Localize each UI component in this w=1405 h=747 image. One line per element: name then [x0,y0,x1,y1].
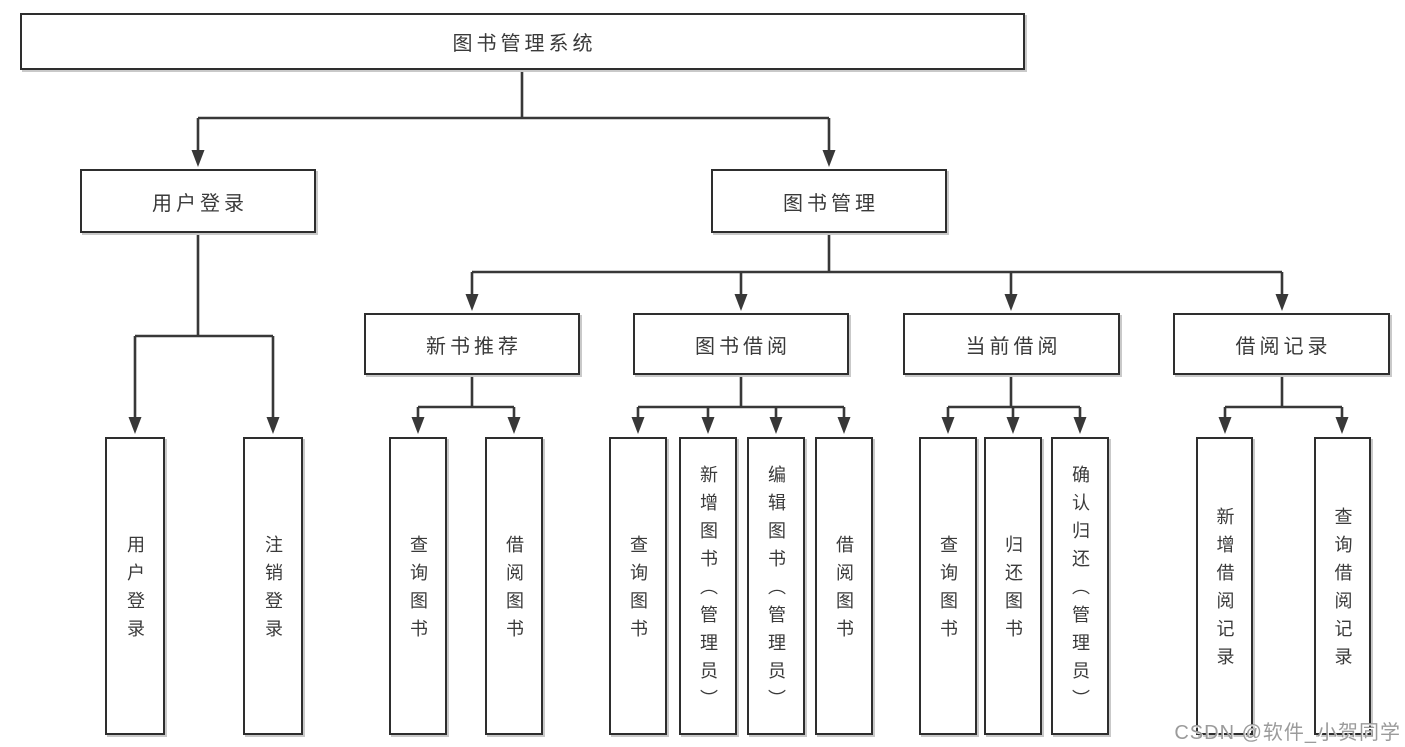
node-label: 查询图书 [408,535,428,647]
node-label: 新增图书（管理员） [698,465,718,717]
node-label: 确认归还（管理员） [1070,465,1090,717]
watermark: CSDN @软件_小贺同学 [1174,722,1401,744]
node-label: 借阅记录 [1235,335,1332,358]
node-label: 用户登录 [125,535,145,647]
node-cb-return-books: 归还图书 [984,437,1042,735]
node-label: 图书借阅 [695,335,791,358]
node-br-add-record: 新增借阅记录 [1196,437,1253,735]
node-label: 图书管理系统 [452,33,597,55]
node-rec-query-books: 查询图书 [389,437,447,735]
node-bb-query-books: 查询图书 [609,437,667,735]
node-label: 查询图书 [938,535,958,647]
node-borrow-records: 借阅记录 [1173,313,1390,375]
node-root: 图书管理系统 [20,13,1025,70]
node-label: 归还图书 [1003,535,1023,647]
node-label: 当前借阅 [965,335,1062,358]
node-rec-borrow-books: 借阅图书 [485,437,543,735]
node-new-book-rec: 新书推荐 [364,313,580,375]
node-bb-edit-books: 编辑图书（管理员） [747,437,805,735]
node-label: 查询图书 [628,535,648,647]
node-label: 查询借阅记录 [1332,507,1353,675]
node-label: 用户登录 [152,192,248,215]
node-cb-confirm-return: 确认归还（管理员） [1051,437,1109,735]
node-book-borrow: 图书借阅 [633,313,849,375]
node-bb-add-books: 新增图书（管理员） [679,437,737,735]
node-label: 借阅图书 [834,535,854,647]
node-label: 新增借阅记录 [1214,507,1235,675]
node-leaf-logout: 注销登录 [243,437,303,735]
node-label: 注销登录 [263,535,283,647]
node-leaf-user-login: 用户登录 [105,437,165,735]
node-label: 新书推荐 [426,335,522,358]
node-label: 编辑图书（管理员） [766,465,786,717]
node-user-login: 用户登录 [80,169,316,233]
node-label: 图书管理 [783,192,879,215]
node-book-mgmt: 图书管理 [711,169,947,233]
node-br-query-record: 查询借阅记录 [1314,437,1371,735]
node-cb-query-books: 查询图书 [919,437,977,735]
node-label: 借阅图书 [504,535,524,647]
node-current-borrow: 当前借阅 [903,313,1120,375]
node-bb-borrow-books: 借阅图书 [815,437,873,735]
